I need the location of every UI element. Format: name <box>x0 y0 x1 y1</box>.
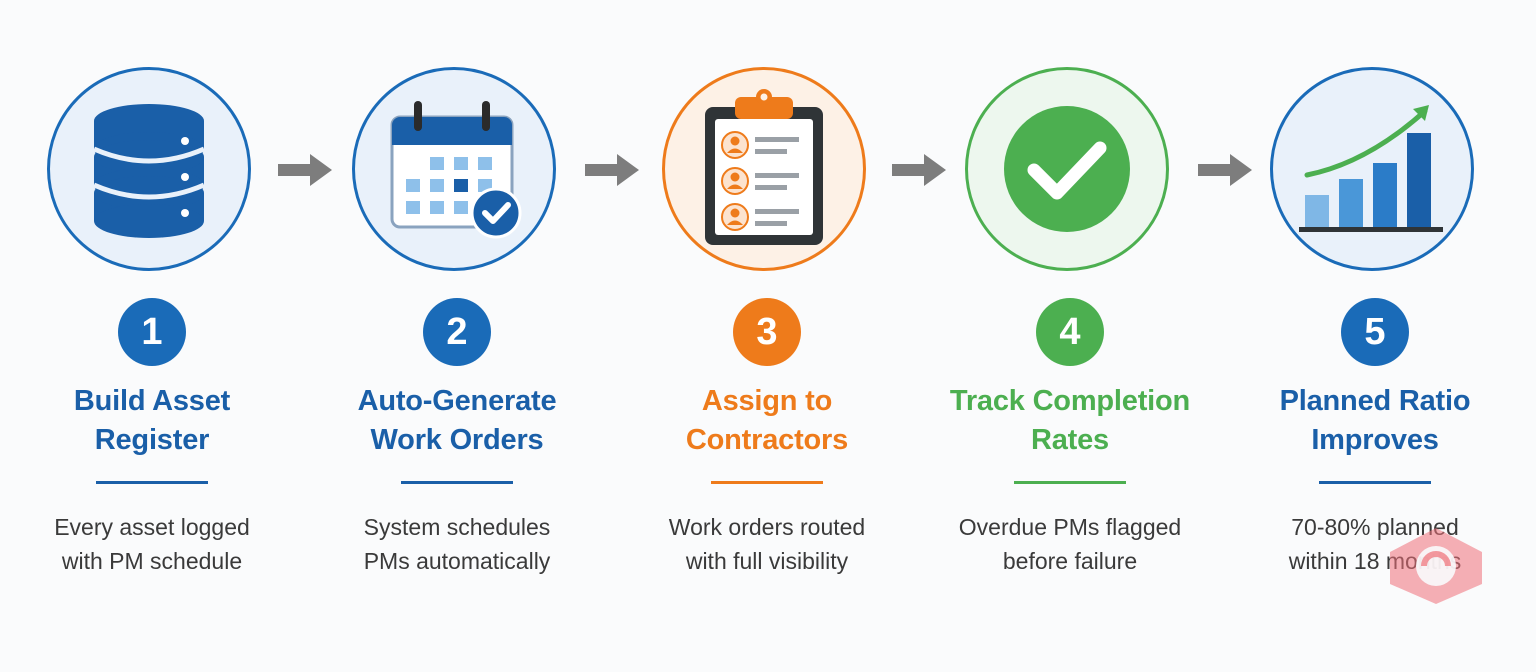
growth-chart-icon <box>1299 105 1443 232</box>
step-1-icon-circle <box>47 67 251 271</box>
step-2-divider <box>401 481 513 484</box>
step-4-description: Overdue PMs flagged before failure <box>958 514 1182 574</box>
step-4: 4 Track Completion Rates Overdue PMs fla… <box>920 0 1220 672</box>
step-2-title: Auto-Generate Work Orders <box>357 385 557 456</box>
arrow-right-icon <box>1198 154 1252 186</box>
check-circle-icon <box>1004 106 1130 232</box>
step-1-divider <box>96 481 208 484</box>
step-4-divider <box>1014 481 1126 484</box>
step-2-icon-circle <box>352 67 556 271</box>
calendar-check-icon <box>390 101 522 239</box>
step-5: 5 Planned Ratio Improves 70-80% planned … <box>1225 0 1525 672</box>
step-1-title: Build Asset Register <box>73 385 231 456</box>
step-5-title: Planned Ratio Improves <box>1279 385 1471 456</box>
clipboard-people-icon <box>705 89 823 245</box>
arrow-right-icon <box>278 154 332 186</box>
arrow-right-icon <box>892 154 946 186</box>
step-3: 3 Assign to Contractors Work orders rout… <box>617 0 917 672</box>
step-3-description: Work orders routed with full visibility <box>668 514 866 574</box>
step-2-number: 2 <box>423 298 491 366</box>
step-2: 2 Auto-Generate Work Orders System sched… <box>307 0 607 672</box>
step-3-divider <box>711 481 823 484</box>
database-icon <box>93 104 205 238</box>
step-5-number: 5 <box>1341 298 1409 366</box>
step-3-title: Assign to Contractors <box>685 385 849 456</box>
step-3-number: 3 <box>733 298 801 366</box>
arrow-right-icon <box>585 154 639 186</box>
step-3-icon-circle <box>662 67 866 271</box>
step-5-icon-circle <box>1270 67 1474 271</box>
step-4-icon-circle <box>965 67 1169 271</box>
step-2-description: System schedules PMs automatically <box>363 514 551 574</box>
step-5-divider <box>1319 481 1431 484</box>
step-4-number: 4 <box>1036 298 1104 366</box>
step-4-title: Track Completion Rates <box>949 385 1191 456</box>
step-1-description: Every asset logged with PM schedule <box>54 514 250 574</box>
step-1-number: 1 <box>118 298 186 366</box>
step-1: 1 Build Asset Register Every asset logge… <box>2 0 302 672</box>
watermark-logo-icon <box>1390 528 1482 604</box>
